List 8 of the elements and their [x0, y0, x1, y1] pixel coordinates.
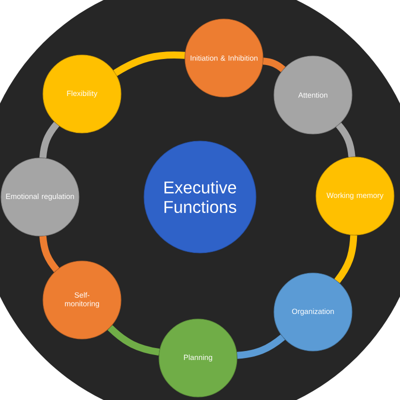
ring-segment	[236, 334, 285, 359]
ring-segment	[108, 325, 160, 356]
ring-segment	[334, 235, 358, 284]
ring-segment	[336, 122, 356, 158]
ring-segment	[113, 52, 185, 76]
ring-segment	[39, 122, 60, 158]
ring-segment	[39, 236, 60, 272]
ring-segment	[262, 58, 286, 72]
